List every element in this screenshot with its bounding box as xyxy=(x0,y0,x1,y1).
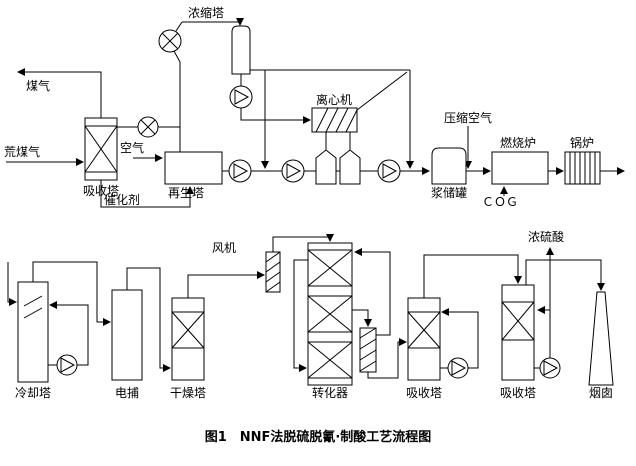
raw-gas-in-label: 荒煤气 xyxy=(4,144,40,159)
heat-exchanger-2 xyxy=(137,116,159,138)
chimney xyxy=(588,291,614,386)
converter-label: 转化器 xyxy=(312,385,348,400)
gas-out-label: 煤气 xyxy=(26,78,50,93)
boiler-label: 锅炉 xyxy=(570,135,594,150)
absorber-tower-2 xyxy=(501,284,535,381)
slurry-tank-label: 浆储罐 xyxy=(431,185,467,200)
centrifuge xyxy=(311,107,358,133)
bottom-feed-line xyxy=(7,262,17,306)
boiler xyxy=(564,151,601,185)
pump-3 xyxy=(281,159,305,183)
esp-label: 电捕 xyxy=(115,385,139,400)
hopper-1 xyxy=(315,149,337,185)
stack-label: 烟囱 xyxy=(589,386,613,400)
combustion-furnace xyxy=(491,151,549,185)
furnace-label: 燃烧炉 xyxy=(500,135,536,150)
cooling-tower-label: 冷却塔 xyxy=(15,386,51,400)
acid-out-label: 浓硫酸 xyxy=(528,229,564,244)
centrifuge-label: 离心机 xyxy=(316,92,352,107)
converter-bypass-line xyxy=(293,259,308,372)
pump1-to-centrifuge-line xyxy=(240,108,311,124)
concentrator-label: 浓缩塔 xyxy=(188,5,224,20)
absorber-tower-1 xyxy=(407,297,441,381)
concentrator-tower xyxy=(231,25,251,75)
gas-heat-exchanger xyxy=(359,327,377,373)
hx-to-absorber1-line xyxy=(367,338,407,379)
pump-7 xyxy=(539,357,561,379)
hx1-out-stub xyxy=(175,21,183,32)
fan xyxy=(265,251,281,293)
absorber2-out-line xyxy=(525,259,605,291)
esp-out-line xyxy=(126,267,171,372)
catalyst-label: 催化剂 xyxy=(104,192,140,207)
pump-6 xyxy=(447,357,469,379)
heat-exchanger-1 xyxy=(158,29,182,53)
absorber-top-label: 吸收塔 xyxy=(83,184,119,198)
dryer-to-fan-line xyxy=(187,271,265,298)
cooling-tower xyxy=(17,281,49,383)
absorber-to-regenerator-line xyxy=(100,180,194,208)
pump-2 xyxy=(228,159,252,183)
converter xyxy=(307,242,353,386)
pump-5 xyxy=(56,354,78,376)
hx-return-line xyxy=(354,248,391,336)
cooling-tower-out-line xyxy=(32,261,111,326)
compressed-air-label: 压缩空气 xyxy=(444,110,492,125)
centrifuge-overflow-diagonal xyxy=(356,71,408,111)
regenerator-riser xyxy=(173,50,181,152)
pump-4 xyxy=(377,159,401,183)
gas-out-line xyxy=(17,68,102,118)
air-label: 空气 xyxy=(120,140,144,155)
absorber1-label: 吸收塔 xyxy=(406,386,442,400)
drying-tower xyxy=(171,297,205,381)
regenerator-tower xyxy=(164,151,223,185)
pump4-return-line xyxy=(49,301,89,366)
converter-to-hx-line xyxy=(352,309,372,327)
fan-to-converter-line xyxy=(272,234,334,252)
drying-tower-label: 干燥塔 xyxy=(170,386,206,400)
absorber-tower-top xyxy=(84,117,118,181)
pump5-return-line xyxy=(441,308,479,369)
labels: 煤气 荒煤气 吸收塔 空气 催化剂 再生塔 浓缩塔 离心机 压缩空气 浆储罐 Ｃ… xyxy=(4,5,613,445)
absorber2-label: 吸收塔 xyxy=(500,386,536,400)
fan-label: 风机 xyxy=(212,241,236,255)
hopper-2 xyxy=(339,149,361,185)
pump-1 xyxy=(229,85,253,109)
regenerator-label: 再生塔 xyxy=(168,186,204,200)
slurry-tank xyxy=(431,147,467,185)
to-concentrator-line xyxy=(182,18,244,26)
figure-caption: 图1 NNF法脱硫脱氰·制酸工艺流程图 xyxy=(205,429,432,445)
esp xyxy=(111,289,143,381)
cog-label: ＣＯＧ xyxy=(482,195,518,209)
absorber1-out-line xyxy=(423,254,522,298)
